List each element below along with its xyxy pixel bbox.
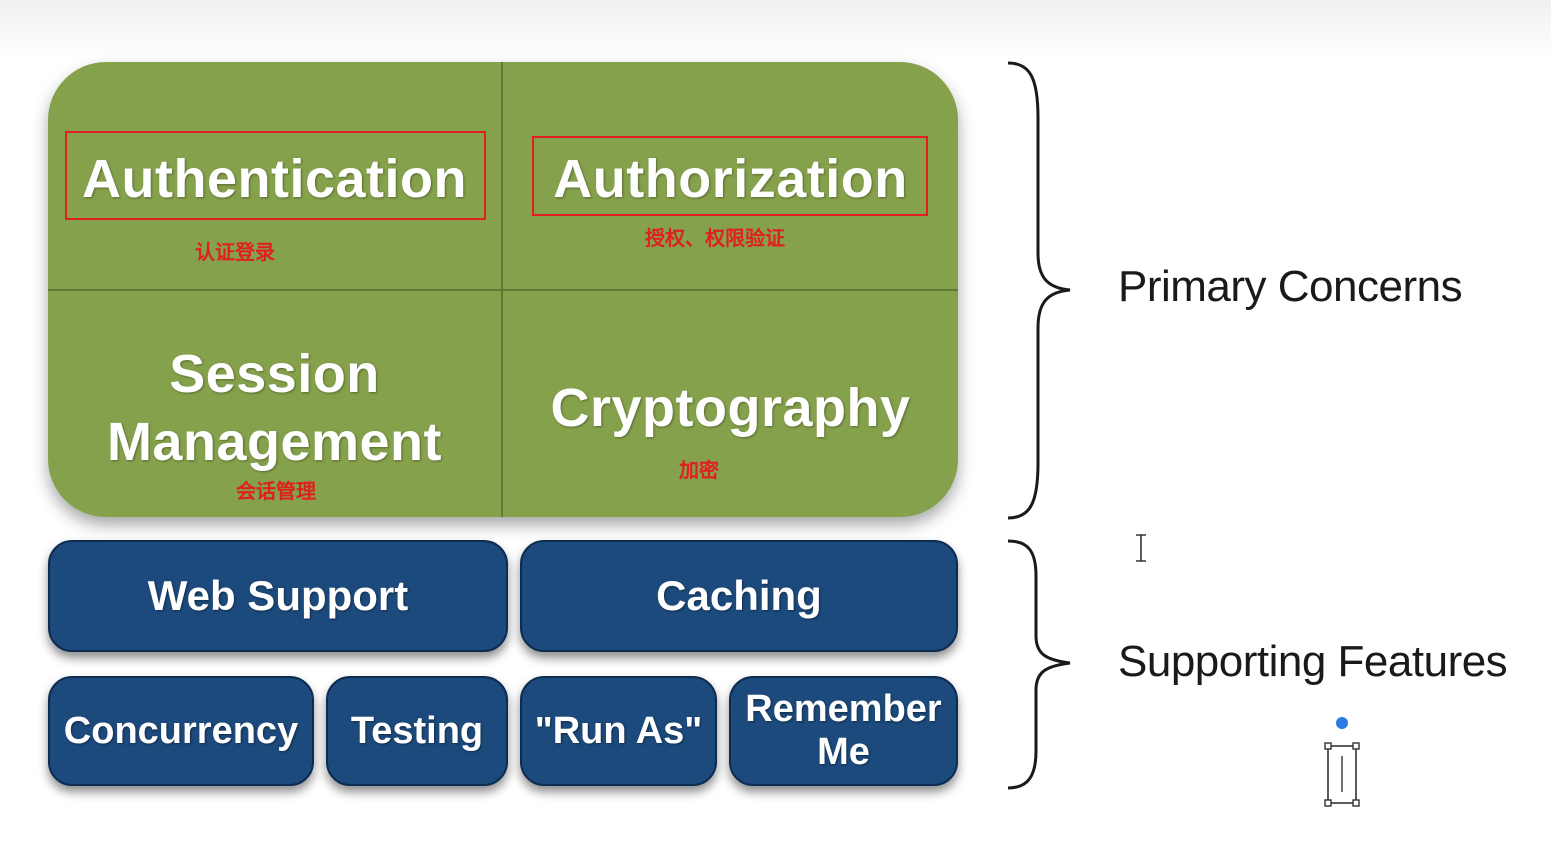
primary-concerns-block: Authentication 认证登录 Authorization 授权、权限验…: [48, 62, 958, 517]
supporting-features-brace: [1007, 539, 1071, 790]
primary-concerns-brace: [1007, 61, 1071, 520]
concurrency-box: Concurrency: [48, 676, 314, 786]
text-cursor-icon: [1136, 534, 1146, 562]
session-management-cell: Session Management 会话管理: [48, 291, 501, 517]
remember-me-box: Remember Me: [729, 676, 958, 786]
authentication-title: Authentication: [82, 149, 467, 209]
session-note: 会话管理: [236, 481, 316, 503]
authentication-cell: Authentication 认证登录: [48, 62, 501, 289]
caching-box: Caching: [520, 540, 958, 652]
run-as-box: "Run As": [520, 676, 717, 786]
supporting-features-label: Supporting Features: [1118, 637, 1508, 686]
authentication-highlight-box: [65, 131, 486, 220]
authentication-note: 认证登录: [195, 242, 275, 264]
authorization-cell: Authorization 授权、权限验证: [503, 62, 958, 289]
authorization-note: 授权、权限验证: [645, 228, 785, 250]
text-box-handle-icon[interactable]: [1320, 714, 1364, 810]
authorization-highlight-box: [532, 136, 928, 216]
web-support-box: Web Support: [48, 540, 508, 652]
testing-box: Testing: [326, 676, 508, 786]
cryptography-note: 加密: [679, 460, 719, 482]
cryptography-cell: Cryptography 加密: [503, 291, 958, 517]
cryptography-title: Cryptography: [550, 378, 911, 438]
remember-me-line1: Remember: [745, 688, 942, 731]
remember-me-line2: Me: [817, 731, 870, 773]
session-title-line2: Management: [106, 412, 443, 472]
primary-concerns-label: Primary Concerns: [1118, 262, 1463, 311]
authorization-title: Authorization: [553, 149, 908, 209]
session-title-line1: Session: [169, 344, 380, 404]
primary-divider-horizontal: [48, 289, 958, 291]
